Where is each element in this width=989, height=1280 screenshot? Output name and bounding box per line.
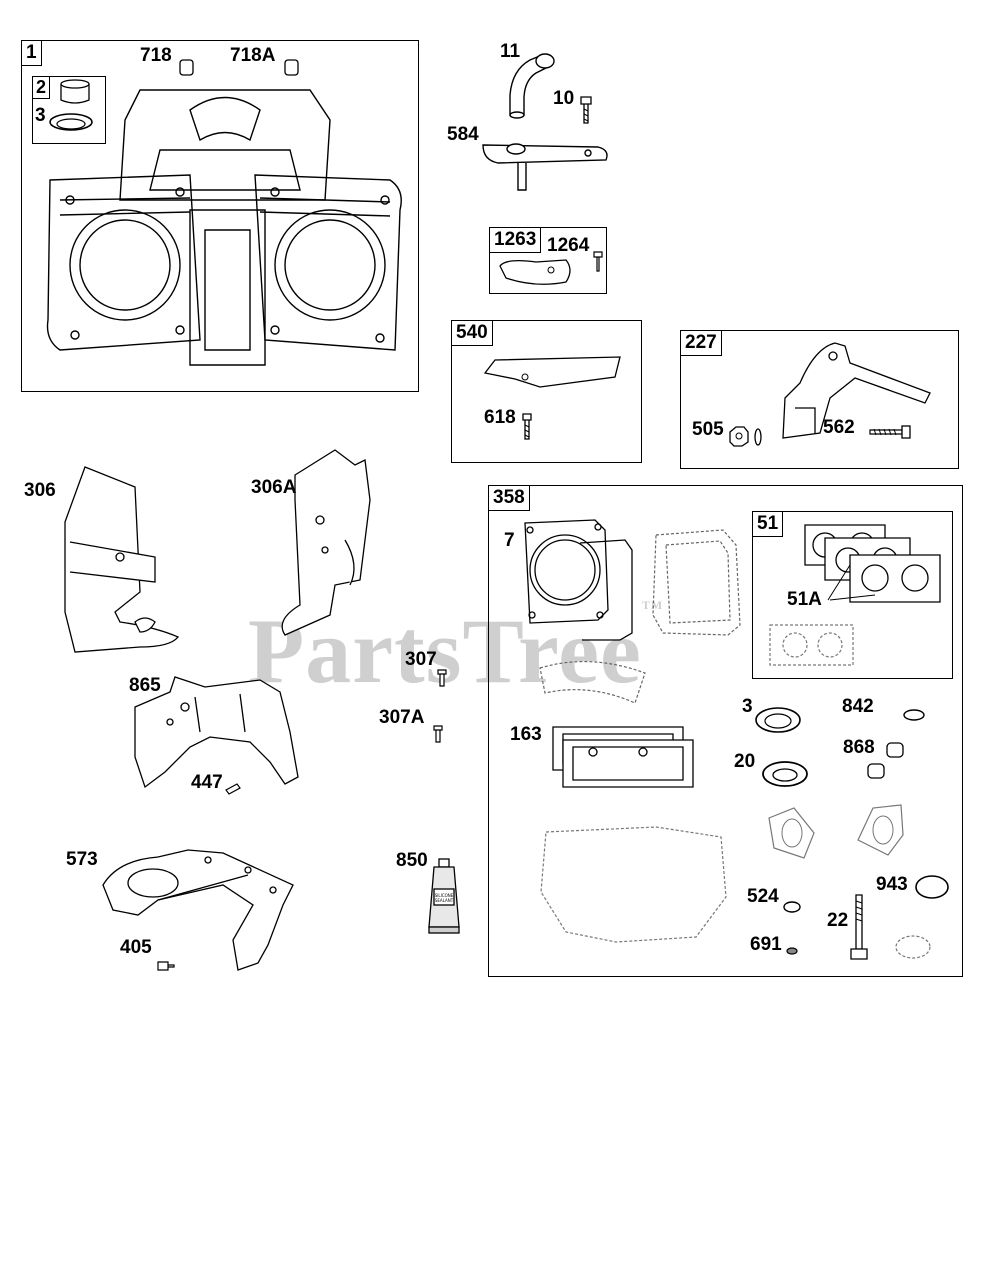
blower-housing-573 (102, 849, 294, 971)
callout-842[interactable]: 842 (842, 696, 874, 717)
callout-306a[interactable]: 306A (251, 477, 297, 498)
leader-51a (827, 564, 876, 601)
bushing-2 (60, 79, 90, 104)
group-tag-540[interactable]: 540 (452, 321, 493, 346)
group-box-1: 1 2 (21, 40, 419, 392)
group-box-2: 2 (32, 76, 106, 144)
bolt-22 (850, 894, 868, 960)
callout-1-718[interactable]: 718 (140, 45, 172, 66)
sealant-tube-850: SILICONE SEALANT (428, 858, 460, 934)
breather-plate-584 (482, 143, 608, 191)
callout-405[interactable]: 405 (120, 937, 152, 958)
group-box-358: 358 (488, 485, 963, 977)
nut-505 (729, 426, 762, 447)
screw-562 (869, 425, 911, 439)
callout-943[interactable]: 943 (876, 874, 908, 895)
sealant-label-1: SILICONE (435, 893, 454, 898)
shield-306 (64, 466, 180, 653)
callout-1-3[interactable]: 3 (35, 105, 46, 126)
bracket-227 (782, 342, 931, 439)
callout-618[interactable]: 618 (484, 407, 516, 428)
callout-307a[interactable]: 307A (379, 707, 425, 728)
o-ring-842 (903, 709, 925, 721)
screw-1264 (593, 251, 603, 272)
group-tag-51[interactable]: 51 (753, 512, 784, 537)
callout-11[interactable]: 11 (500, 41, 521, 62)
baffle-540 (483, 356, 621, 388)
seal-524 (783, 901, 801, 913)
group-tag-1[interactable]: 1 (22, 41, 42, 66)
seal-3 (755, 707, 801, 733)
seal-20 (762, 761, 808, 787)
group-box-227: 227 (680, 330, 959, 469)
callout-1264[interactable]: 1264 (547, 235, 590, 256)
callout-562[interactable]: 562 (823, 417, 855, 438)
group-tag-358[interactable]: 358 (489, 486, 530, 511)
callout-868[interactable]: 868 (843, 737, 875, 758)
callout-163[interactable]: 163 (510, 724, 542, 745)
intake-gasket-51 (804, 524, 941, 603)
o-ring-grey (895, 935, 931, 959)
callout-1-718a[interactable]: 718A (230, 45, 276, 66)
manifold-gasket-left (768, 807, 815, 859)
plate-1263 (499, 259, 571, 285)
callout-51a[interactable]: 51A (787, 589, 822, 610)
screw-307 (437, 669, 447, 687)
screw-618 (522, 413, 532, 440)
callout-22[interactable]: 22 (827, 910, 849, 931)
callout-691[interactable]: 691 (750, 934, 782, 955)
cover-gasket (652, 529, 741, 636)
screw-10 (580, 96, 592, 124)
group-box-540: 540 (451, 320, 642, 463)
group-tag-2[interactable]: 2 (33, 77, 51, 99)
callout-850[interactable]: 850 (396, 850, 428, 871)
crankcase-gasket (540, 826, 727, 943)
head-gasket-7 (524, 519, 633, 641)
callout-524[interactable]: 524 (747, 886, 779, 907)
group-tag-1263[interactable]: 1263 (490, 228, 542, 253)
callout-20[interactable]: 20 (734, 751, 756, 772)
callout-3-358[interactable]: 3 (742, 696, 753, 717)
screw-405 (157, 961, 175, 971)
group-box-51: 51 (752, 511, 953, 679)
callout-10[interactable]: 10 (553, 88, 575, 109)
callout-505[interactable]: 505 (692, 419, 724, 440)
callout-7[interactable]: 7 (504, 530, 515, 551)
callout-307[interactable]: 307 (405, 649, 437, 670)
plug-868 (867, 742, 904, 779)
screw-307a (433, 725, 443, 743)
group-tag-227[interactable]: 227 (681, 331, 722, 356)
curved-gasket (539, 660, 646, 704)
group-box-1263: 1263 (489, 227, 607, 294)
sealant-label-2: SEALANT (435, 898, 454, 903)
exhaust-gasket-163 (552, 726, 694, 788)
seal-691 (786, 947, 798, 955)
cylinder-block-drawing (46, 89, 402, 366)
dowel-718 (179, 59, 194, 76)
callout-306[interactable]: 306 (24, 480, 56, 501)
shield-306a (281, 449, 371, 636)
o-ring-943 (915, 875, 949, 899)
callout-865[interactable]: 865 (129, 675, 161, 696)
breather-tube-11 (509, 53, 555, 119)
seal-3-box1 (49, 113, 93, 131)
dowel-718a (284, 59, 299, 76)
intake-gasket-51-alt (769, 624, 854, 666)
manifold-gasket-right (857, 804, 904, 856)
screw-447 (225, 783, 241, 795)
callout-573[interactable]: 573 (66, 849, 98, 870)
watermark-trademark: TM (641, 598, 664, 612)
callout-447[interactable]: 447 (191, 772, 223, 793)
shield-865 (134, 676, 299, 789)
callout-584[interactable]: 584 (447, 124, 479, 145)
